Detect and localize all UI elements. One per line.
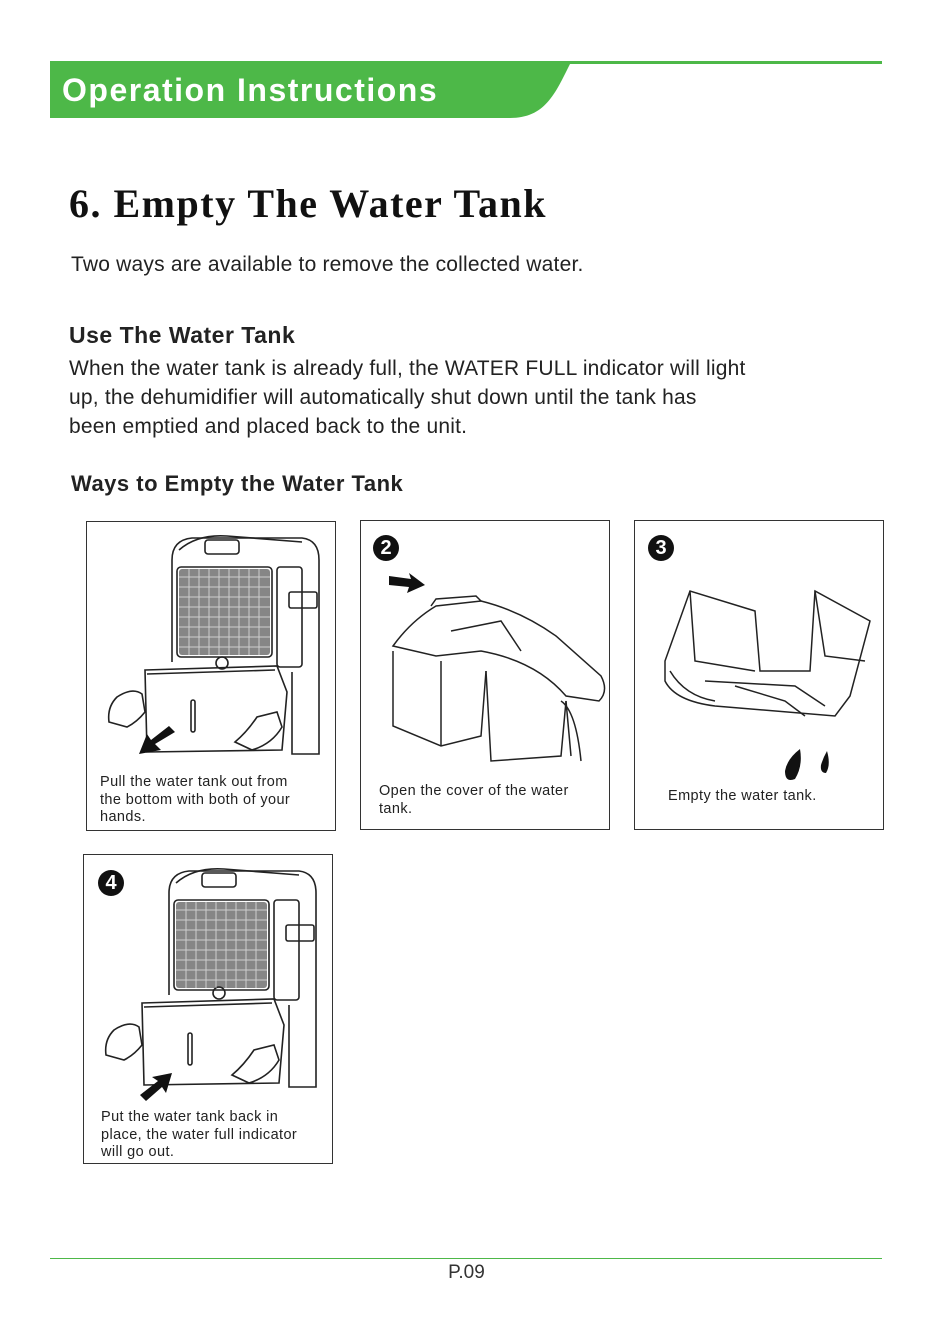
intro-text: Two ways are available to remove the col… <box>71 253 584 276</box>
footer-rule <box>50 1258 882 1259</box>
caption-line: Empty the water tank. <box>668 788 817 804</box>
dehumidifier-tank-push-icon <box>104 867 317 1101</box>
use-tank-line: up, the dehumidifier will automatically … <box>69 386 697 409</box>
header-rule <box>50 61 882 64</box>
use-tank-line: been emptied and placed back to the unit… <box>69 415 468 438</box>
caption-line: Pull the water tank out from <box>100 774 288 790</box>
ways-heading: Ways to Empty the Water Tank <box>71 471 404 496</box>
caption-line: Open the cover of the water <box>379 783 569 799</box>
step-2-panel: 2 Open the cover of the water tank. <box>360 520 610 830</box>
tank-open-cover-icon <box>389 573 606 762</box>
dehumidifier-tank-pull-icon <box>107 534 320 755</box>
caption-line: tank. <box>379 800 413 817</box>
use-tank-paragraph: When the water tank is already full, the… <box>69 354 859 441</box>
step-3-panel: 3 Empty the water tank. <box>634 520 884 830</box>
caption-line: hands. <box>100 809 146 825</box>
step-2-caption: Open the cover of the water tank. <box>379 783 569 818</box>
header-tab-shape <box>50 64 570 118</box>
use-tank-line: When the water tank is already full, the… <box>69 357 746 380</box>
step-1-caption: Pull the water tank out from the bottom … <box>100 774 290 827</box>
section-title: 6. Empty The Water Tank <box>69 181 547 226</box>
caption-line: will go out. <box>101 1144 175 1160</box>
caption-line: Put the water tank back in <box>101 1109 279 1125</box>
caption-line: the bottom with both of your <box>100 791 291 808</box>
step-1-panel: Pull the water tank out from the bottom … <box>86 521 336 831</box>
step-3-caption: Empty the water tank. <box>668 788 817 806</box>
step-4-caption: Put the water tank back in place, the wa… <box>101 1109 297 1162</box>
header-title: Operation Instructions <box>62 72 439 108</box>
page-number: P.09 <box>448 1262 485 1283</box>
step-4-panel: 4 Put the water tank back in pl <box>83 854 333 1164</box>
tank-empty-icon <box>664 589 871 780</box>
step-3-number: 3 <box>648 535 674 561</box>
step-2-number: 2 <box>373 535 399 561</box>
step-4-number: 4 <box>98 870 124 896</box>
header-tab: Operation Instructions <box>50 64 570 118</box>
caption-line: place, the water full indicator <box>101 1126 298 1143</box>
use-tank-heading: Use The Water Tank <box>69 322 296 348</box>
